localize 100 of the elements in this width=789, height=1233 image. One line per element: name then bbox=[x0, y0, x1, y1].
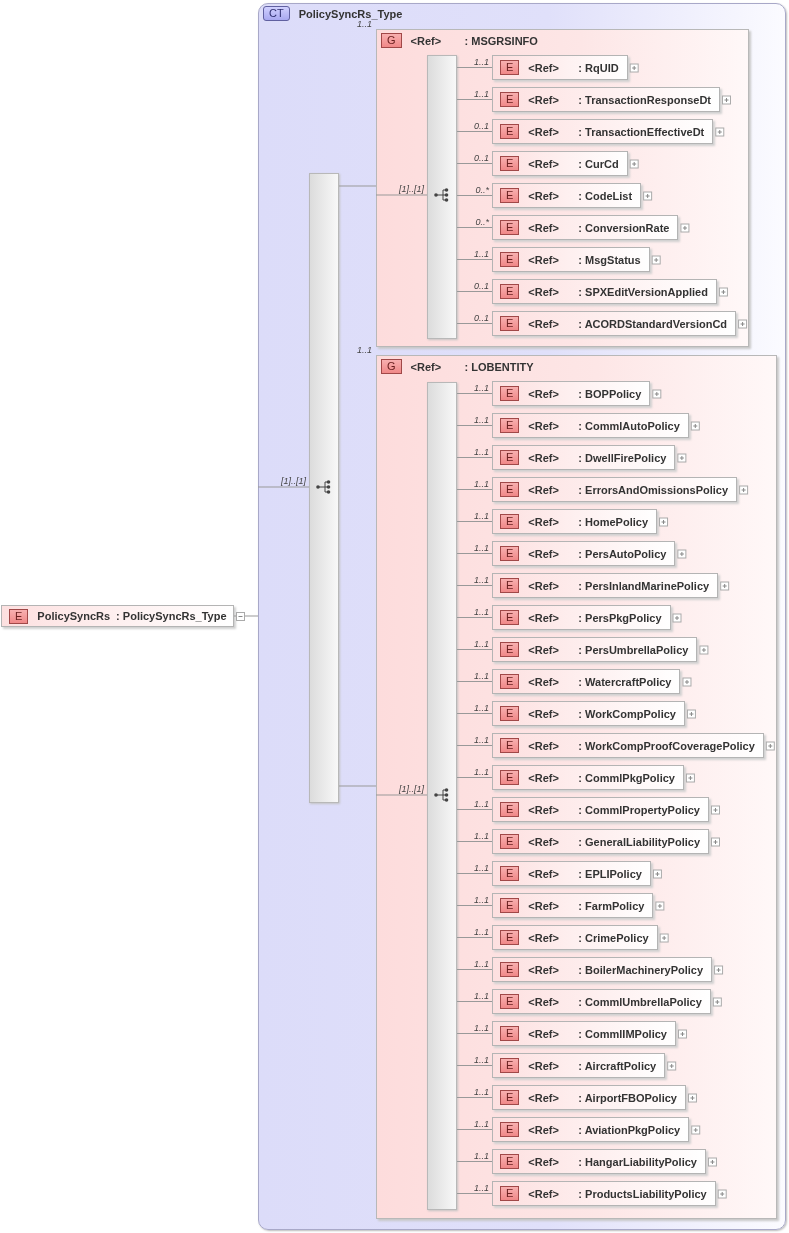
element-box bbox=[492, 87, 720, 112]
element-name: : PersAutoPolicy bbox=[578, 547, 667, 560]
ref-label: <Ref> bbox=[528, 963, 560, 976]
cardinality-label: 1..1 bbox=[474, 734, 489, 745]
sequence-bar bbox=[427, 382, 457, 1210]
element-kind-tag: E bbox=[500, 60, 520, 75]
connector-line bbox=[456, 163, 493, 164]
cardinality-label: 1..1 bbox=[357, 19, 372, 29]
cardinality-label: 1..1 bbox=[474, 382, 489, 393]
cardinality-label: [1]..[1] bbox=[399, 784, 424, 794]
connector-line bbox=[456, 259, 493, 260]
ref-label: <Ref> bbox=[528, 611, 560, 624]
group-kind-tag: G bbox=[381, 33, 402, 48]
element-kind-tag: E bbox=[500, 610, 520, 625]
ref-label: <Ref> bbox=[528, 387, 560, 400]
sequence-bar bbox=[427, 55, 457, 339]
element-kind-tag: E bbox=[500, 866, 520, 881]
connector-line bbox=[456, 617, 493, 618]
element-box bbox=[492, 989, 711, 1014]
ref-label: <Ref> bbox=[528, 547, 560, 560]
ref-label: <Ref> bbox=[528, 1123, 560, 1136]
element-name: : PersPkgPolicy bbox=[578, 611, 662, 624]
connector-line bbox=[456, 969, 493, 970]
element-name: : ErrorsAndOmissionsPolicy bbox=[578, 483, 729, 496]
connector-line bbox=[456, 1033, 493, 1034]
element-kind-tag: E bbox=[500, 284, 520, 299]
element-name: : GeneralLiabilityPolicy bbox=[578, 835, 700, 848]
connector-line bbox=[456, 1193, 493, 1194]
element-box bbox=[492, 701, 685, 726]
cardinality-label: 0..1 bbox=[474, 312, 489, 323]
element-name: : AircraftPolicy bbox=[578, 1059, 657, 1072]
element-box bbox=[492, 1181, 716, 1206]
element-kind-tag: E bbox=[500, 482, 520, 497]
element-name: : EPLIPolicy bbox=[578, 867, 642, 880]
element-name: : CommlPkgPolicy bbox=[578, 771, 675, 784]
ref-label: <Ref> bbox=[528, 483, 560, 496]
element-kind-tag: E bbox=[500, 450, 520, 465]
connector-line bbox=[456, 905, 493, 906]
connector-line bbox=[338, 185, 377, 187]
element-kind-tag: E bbox=[500, 1026, 520, 1041]
element-name: : ProductsLiabilityPolicy bbox=[578, 1187, 707, 1200]
cardinality-label: 1..1 bbox=[474, 1086, 489, 1097]
connector-line bbox=[375, 794, 428, 796]
ref-label: <Ref> bbox=[528, 157, 560, 170]
connector-line bbox=[456, 553, 493, 554]
element-name: : MsgStatus bbox=[578, 253, 641, 266]
connector-line bbox=[456, 1129, 493, 1130]
element-kind-tag: E bbox=[500, 962, 520, 977]
connector-line bbox=[456, 681, 493, 682]
element-box bbox=[492, 669, 681, 694]
element-name: : CurCd bbox=[578, 157, 619, 170]
ref-label: <Ref> bbox=[528, 419, 560, 432]
connector-line bbox=[456, 291, 493, 292]
cardinality-label: 1..1 bbox=[474, 702, 489, 713]
element-kind-tag: E bbox=[500, 386, 520, 401]
cardinality-label: 0..1 bbox=[474, 280, 489, 291]
ref-label: <Ref> bbox=[528, 867, 560, 880]
element-name: : CommlAutoPolicy bbox=[578, 419, 680, 432]
element-name: : AirportFBOPolicy bbox=[578, 1091, 677, 1104]
cardinality-label: 1..1 bbox=[474, 1118, 489, 1129]
element-name: : FarmPolicy bbox=[578, 899, 645, 912]
connector-line bbox=[257, 486, 310, 488]
ref-label: <Ref> bbox=[528, 707, 560, 720]
element-kind-tag: E bbox=[500, 930, 520, 945]
element-kind-tag: E bbox=[500, 188, 520, 203]
cardinality-label: 1..1 bbox=[474, 862, 489, 873]
element-box bbox=[492, 1085, 686, 1110]
element-name: : HangarLiabilityPolicy bbox=[578, 1155, 697, 1168]
element-name: : CommlIMPolicy bbox=[578, 1027, 667, 1040]
group-kind-tag: G bbox=[381, 359, 402, 374]
element-kind-tag: E bbox=[500, 92, 520, 107]
element-box bbox=[492, 637, 698, 662]
cardinality-label: 1..1 bbox=[474, 990, 489, 1001]
cardinality-label: 1..1 bbox=[474, 926, 489, 937]
ref-label: <Ref> bbox=[528, 931, 560, 944]
type-name: PolicySyncRs_Type bbox=[298, 7, 403, 20]
element-box bbox=[492, 119, 714, 144]
connector-line bbox=[456, 1097, 493, 1098]
connector-line bbox=[456, 323, 493, 324]
element-box bbox=[492, 1053, 666, 1078]
connector-line bbox=[456, 937, 493, 938]
ref-label: <Ref> bbox=[528, 739, 560, 752]
element-name: : WorkCompPolicy bbox=[578, 707, 676, 720]
element-kind-tag: E bbox=[500, 1058, 520, 1073]
element-kind-tag: E bbox=[500, 156, 520, 171]
ref-label: <Ref> bbox=[528, 285, 560, 298]
element-name: : DwellFirePolicy bbox=[578, 451, 667, 464]
element-box bbox=[492, 733, 764, 758]
element-name: : PersInlandMarinePolicy bbox=[578, 579, 710, 592]
ref-label: <Ref> bbox=[528, 515, 560, 528]
element-kind-tag: E bbox=[500, 1122, 520, 1137]
element-kind-tag: E bbox=[500, 770, 520, 785]
element-box bbox=[1, 605, 234, 627]
ref-label: <Ref> bbox=[528, 643, 560, 656]
ref-label: <Ref> bbox=[528, 451, 560, 464]
element-kind-tag: E bbox=[500, 994, 520, 1009]
cardinality-label: 1..1 bbox=[474, 88, 489, 99]
element-kind-tag: E bbox=[500, 642, 520, 657]
connector-line bbox=[456, 745, 493, 746]
element-box bbox=[492, 765, 684, 790]
